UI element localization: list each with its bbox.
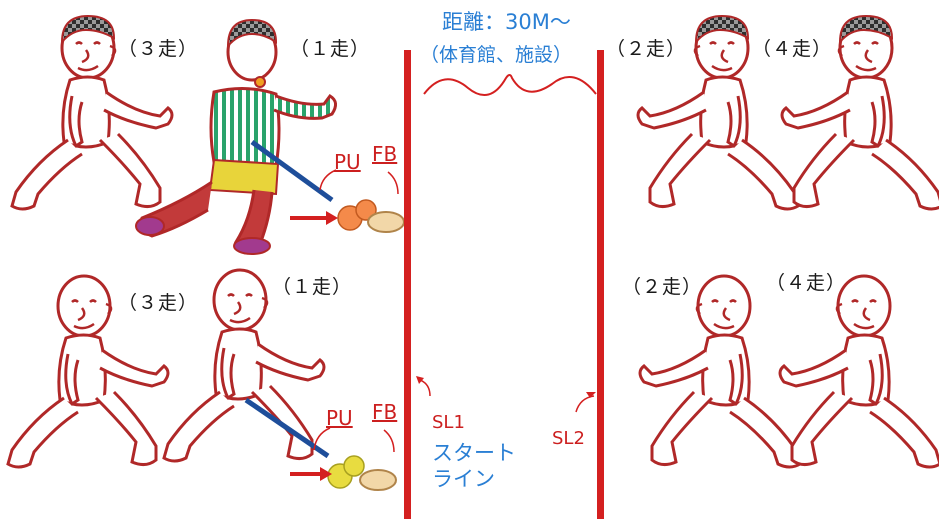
balls-top — [337, 199, 405, 233]
label-runner-1-bottom: （１走） — [272, 276, 353, 298]
label-runner-4-bottom: （４走） — [766, 272, 847, 294]
sl1-label: SL1 — [432, 412, 465, 433]
label-runner-2-bottom: （２走） — [622, 276, 703, 298]
start-line-caption-2: ライン — [432, 467, 495, 491]
sl1-pointer — [419, 379, 431, 397]
label-runner-4-top: （４走） — [752, 38, 833, 60]
sl2-pointer — [575, 395, 595, 413]
runner-1-top — [135, 18, 337, 255]
start-line-caption: スタート ライン — [432, 440, 516, 492]
fb-pointer-top — [387, 171, 399, 195]
pu-label-top: PU — [334, 150, 361, 174]
fb-label-bottom: FB — [372, 400, 398, 424]
venue-subtitle: （体育館、施設） — [420, 44, 573, 66]
start-line-1 — [404, 50, 411, 519]
sl2-label: SL2 — [552, 428, 585, 449]
distance-title: 距離：30M～ — [442, 10, 571, 34]
pu-pointer-top — [319, 169, 337, 191]
runner-2-bottom — [640, 276, 800, 467]
pu-label-bottom: PU — [326, 406, 353, 430]
start-line-2 — [597, 50, 604, 519]
runner-2-top — [638, 14, 798, 209]
arrow-bottom — [290, 467, 332, 481]
runner-4-top — [782, 14, 939, 209]
start-line-caption-1: スタート — [432, 441, 516, 465]
runner-4-bottom — [780, 276, 939, 467]
balls-bottom — [327, 455, 397, 491]
label-runner-2-top: （２走） — [606, 38, 687, 60]
runner-3-top — [10, 14, 174, 211]
fb-label-top: FB — [372, 142, 398, 166]
arrow-top — [290, 211, 338, 225]
pu-pointer-bottom — [313, 427, 331, 451]
label-runner-3-bottom: （３走） — [118, 292, 199, 314]
label-runner-3-top: （３走） — [118, 38, 199, 60]
label-runner-1-top: （１走） — [290, 38, 371, 60]
distance-brace — [423, 74, 597, 97]
fb-pointer-bottom — [383, 429, 395, 453]
